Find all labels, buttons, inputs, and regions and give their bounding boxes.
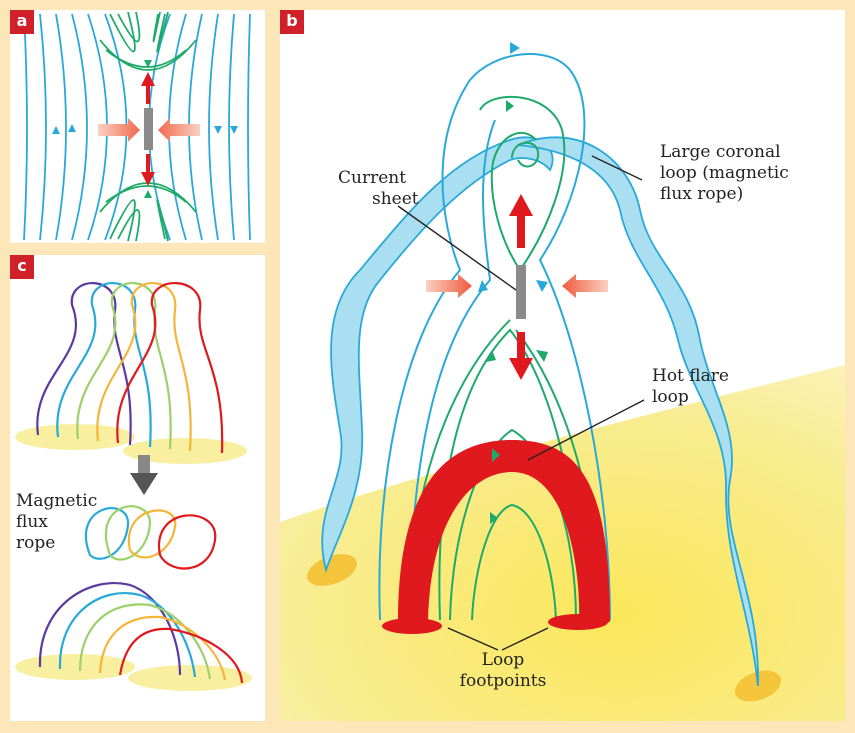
outflow-field-lines xyxy=(99,11,197,242)
footpoint-patches xyxy=(15,424,252,691)
loop-footpoints-line-2: footpoints xyxy=(459,671,547,691)
flare-model-diagram xyxy=(280,42,845,721)
panel-a: a xyxy=(10,10,265,243)
magnetic-flux-rope-label: Magnetic flux rope xyxy=(16,491,97,554)
transition-arrow xyxy=(130,455,158,495)
sheared-loops-before xyxy=(36,282,224,454)
magnetic-flux-rope-line-2: flux xyxy=(16,512,48,532)
panel-a-badge: a xyxy=(10,10,34,34)
large-coronal-loop-line-1: Large coronal xyxy=(660,142,781,162)
flux-rope-formation-diagram xyxy=(15,282,252,691)
panel-c: Magnetic flux rope c xyxy=(10,255,265,721)
flux-rope-after xyxy=(38,505,244,684)
panel-b: b Current sheet Large coronal loop (magn… xyxy=(280,10,845,721)
hot-flare-loop-line-1: Hot flare xyxy=(652,366,729,386)
reconnection-field-diagram xyxy=(23,11,251,242)
inflow-arrow-left xyxy=(98,118,140,142)
panel-c-badge: c xyxy=(10,255,34,279)
current-sheet-line-2: sheet xyxy=(372,189,419,209)
hot-flare-loop-line-2: loop xyxy=(652,387,689,407)
magnetic-flux-rope-line-3: rope xyxy=(16,533,56,553)
panel-b-badge: b xyxy=(280,10,304,34)
outflow-arrowheads xyxy=(144,60,152,198)
current-sheet-line-1: Current xyxy=(338,168,407,188)
blue-arrowheads xyxy=(478,42,548,292)
outflow-red-arrows xyxy=(509,194,533,380)
large-coronal-loop-line-2: loop (magnetic xyxy=(660,163,789,183)
current-sheet-label: Current sheet xyxy=(338,168,419,210)
large-coronal-loop-label: Large coronal loop (magnetic flux rope) xyxy=(660,142,789,205)
field-arrowheads xyxy=(52,124,238,134)
solar-surface xyxy=(280,365,845,721)
outflow-red-arrows xyxy=(141,72,155,186)
hot-flare-loop-label: Hot flare loop xyxy=(652,366,729,408)
hot-flare-loop xyxy=(398,440,610,622)
loop-footpoint-shapes xyxy=(382,614,608,634)
current-sheet xyxy=(144,108,153,150)
green-arrowheads xyxy=(486,100,548,524)
magnetic-flux-rope-line-1: Magnetic xyxy=(16,491,98,511)
inflow-arrow-left xyxy=(426,274,472,298)
current-sheet xyxy=(516,265,526,319)
inflow-arrow-right xyxy=(158,118,200,142)
leader-lines xyxy=(397,155,645,651)
loop-footpoints-label: Loop footpoints xyxy=(458,650,548,692)
inflow-arrow-right xyxy=(562,274,608,298)
large-coronal-loop xyxy=(321,136,759,687)
large-coronal-loop-line-3: flux rope) xyxy=(660,184,744,204)
loop-footpoints-line-1: Loop xyxy=(481,650,525,670)
